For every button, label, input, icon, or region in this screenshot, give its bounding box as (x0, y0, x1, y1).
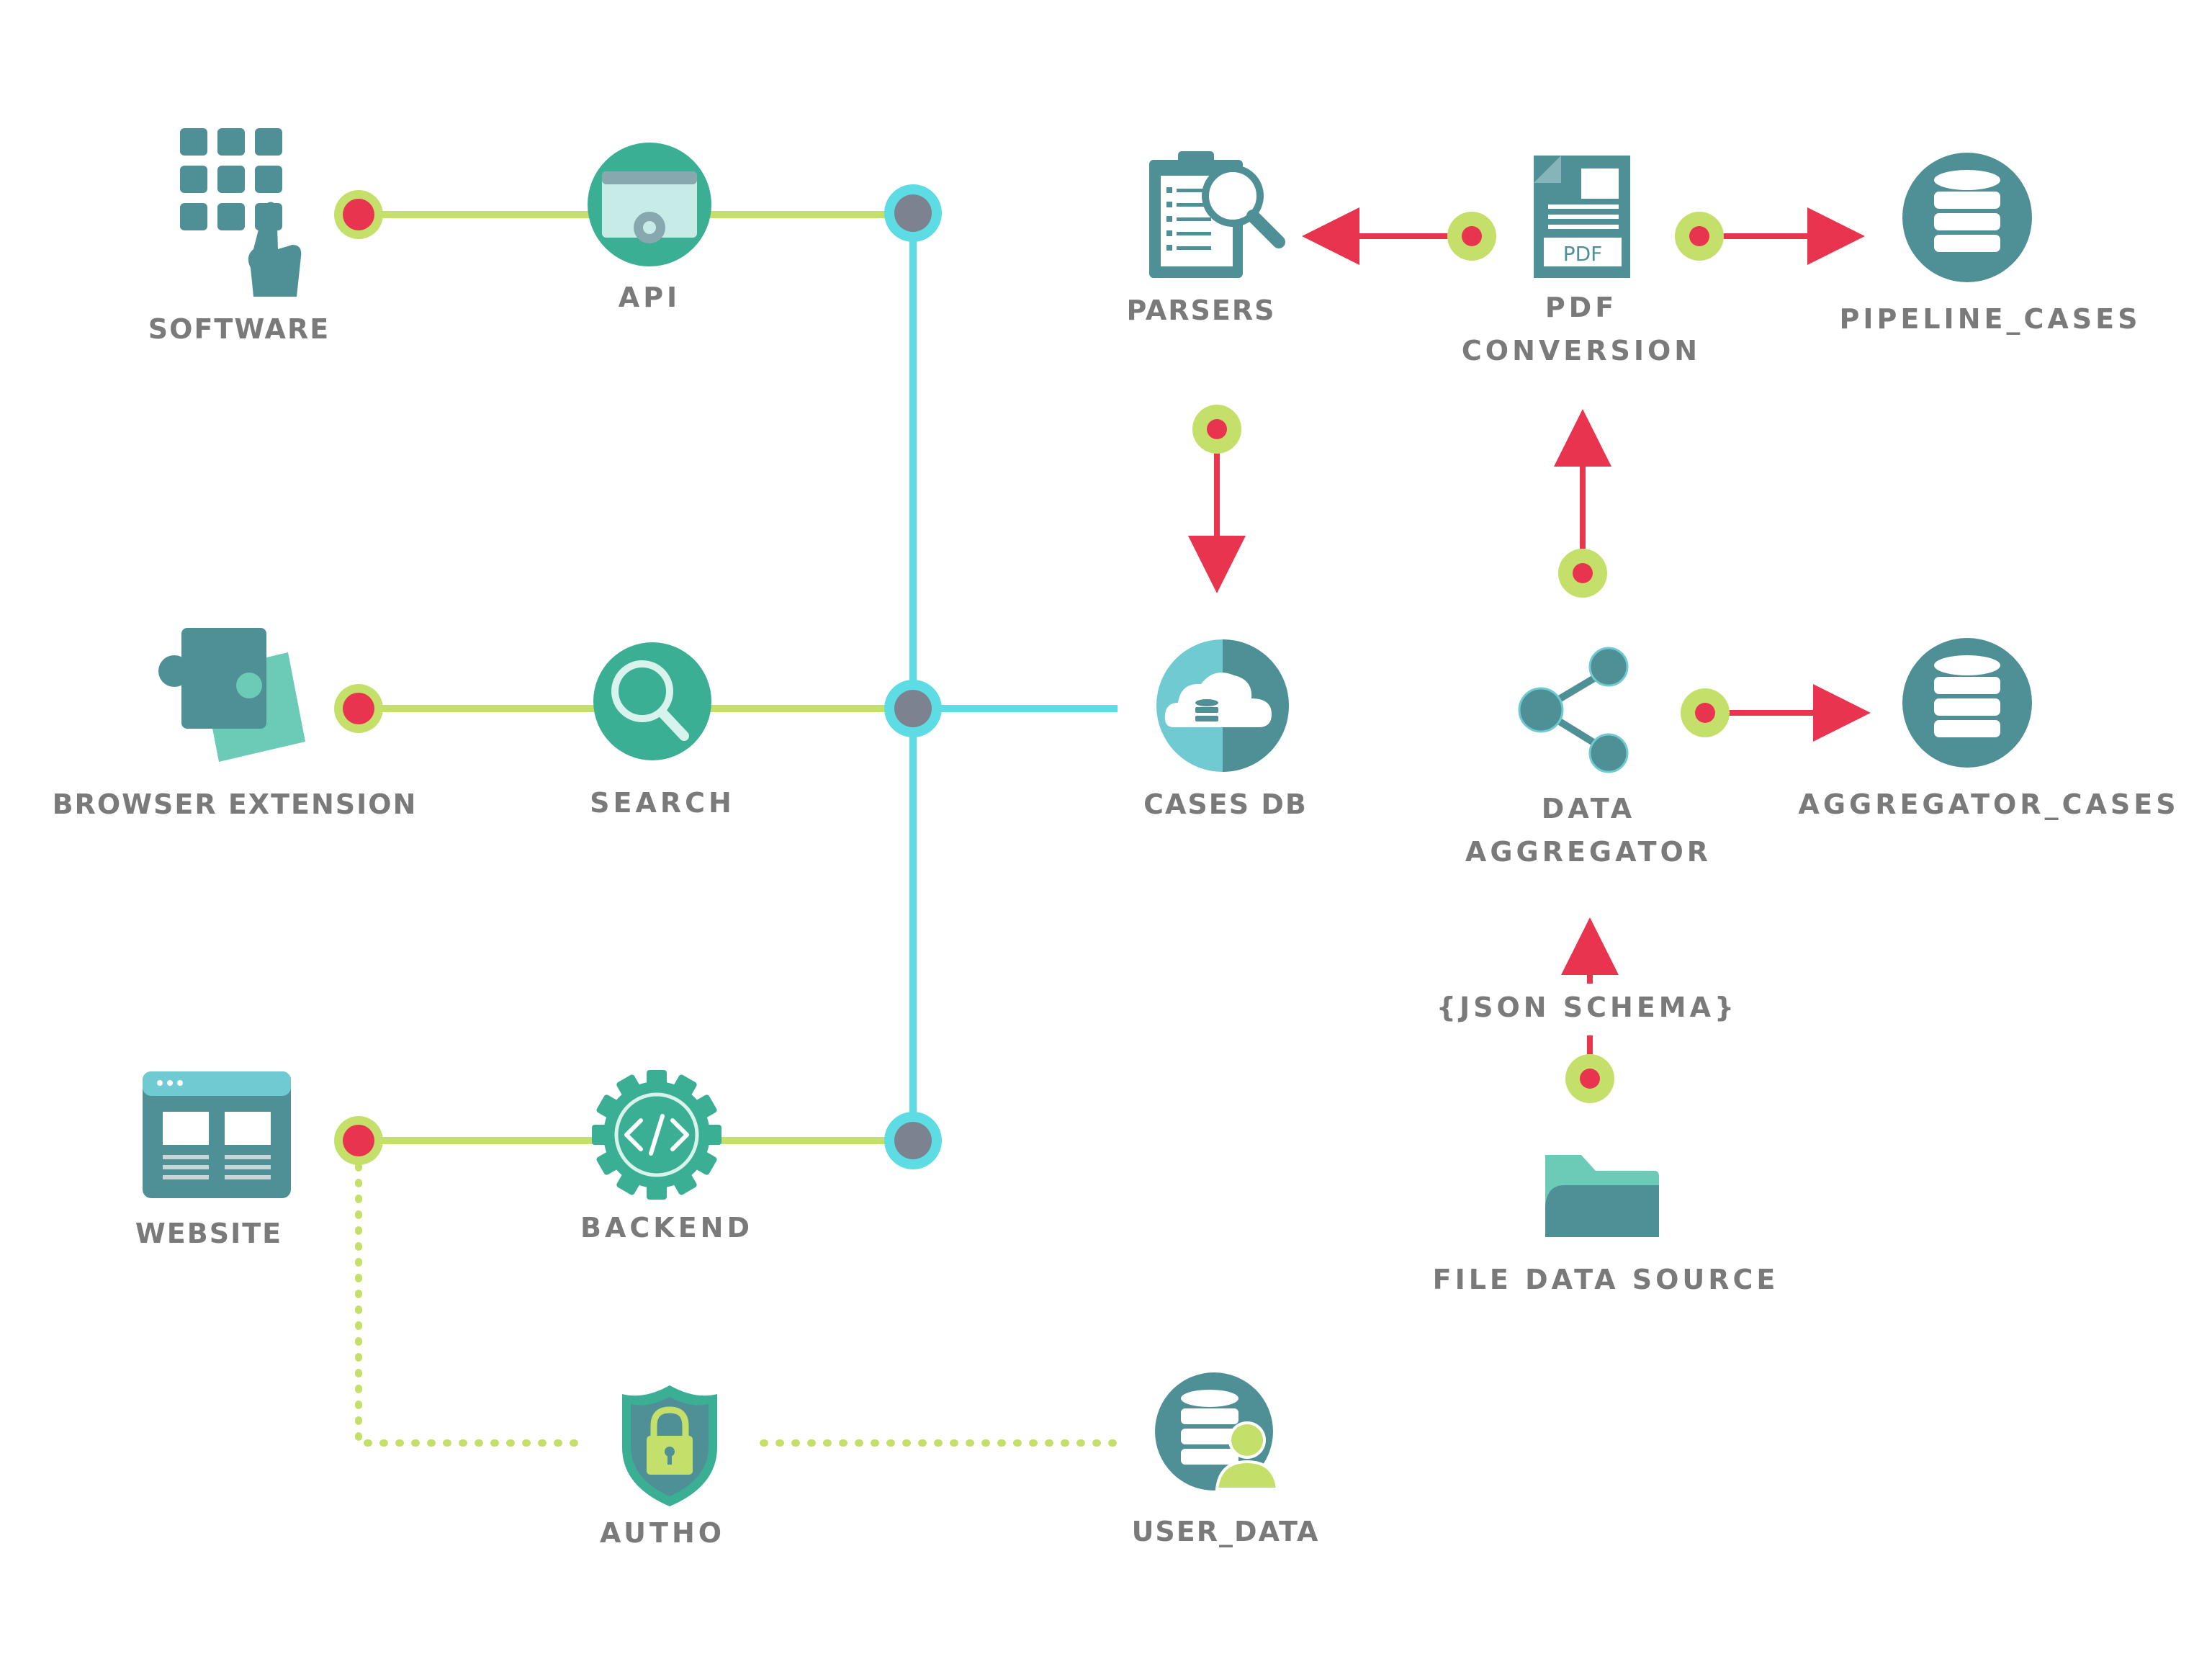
autho-label: AUTHO (600, 1517, 725, 1549)
node-pdf-conversion: PDF PDF CONVERSION (1462, 156, 1701, 367)
user-data-label: USER_DATA (1132, 1516, 1320, 1547)
database-icon (1934, 655, 2000, 737)
puzzle-icon (158, 628, 305, 762)
aggregator-cases-label: AGGREGATOR_CASES (1798, 788, 2179, 820)
node-backend: BACKEND (580, 1070, 753, 1244)
link-website-autho (355, 1163, 585, 1447)
clipboard-search-icon (1149, 151, 1285, 278)
node-website: WEBSITE (135, 1071, 291, 1249)
parsers-label: PARSERS (1127, 295, 1276, 326)
cloud-database-icon (1164, 673, 1272, 727)
share-icon (1518, 647, 1629, 773)
node-cases-db: CASES DB (1143, 639, 1308, 820)
hub-middle (884, 680, 942, 737)
node-autho: AUTHO (600, 1385, 725, 1549)
port-extension (334, 684, 383, 733)
api-label: API (619, 282, 680, 313)
web-layout-icon (143, 1071, 291, 1198)
pdf-conversion-label-line2: CONVERSION (1462, 335, 1701, 367)
backend-label: BACKEND (580, 1212, 753, 1244)
connectors (355, 207, 1871, 1447)
node-search: SEARCH (590, 642, 735, 819)
node-user-data: USER_DATA (1132, 1372, 1320, 1547)
keypad-icon (180, 128, 302, 297)
port-file-source (1565, 1054, 1614, 1103)
node-parsers: PARSERS (1127, 151, 1285, 326)
software-label: SOFTWARE (148, 313, 330, 345)
ports (334, 184, 1730, 1169)
node-aggregator-cases: AGGREGATOR_CASES (1798, 638, 2179, 820)
port-parsers-down (1192, 405, 1241, 454)
hub-top (884, 184, 942, 242)
node-browser-extension: BROWSER EXTENSION (53, 628, 418, 820)
port-pdf-right (1675, 212, 1724, 261)
node-software: SOFTWARE (148, 128, 330, 345)
shield-lock-icon (622, 1385, 717, 1506)
database-icon (1934, 170, 2000, 252)
node-api: API (588, 143, 711, 313)
port-aggregator-up (1558, 549, 1607, 598)
pdf-conversion-label-line1: PDF (1545, 292, 1617, 323)
database-user-icon (1181, 1390, 1280, 1491)
search-label: SEARCH (590, 787, 735, 819)
node-data-aggregator: DATA AGGREGATOR (1465, 647, 1712, 868)
port-website (334, 1116, 383, 1165)
port-pdf-left (1447, 212, 1496, 261)
node-file-data-source: FILE DATA SOURCE (1433, 1155, 1779, 1295)
data-aggregator-label-line2: AGGREGATOR (1465, 836, 1712, 868)
folder-icon (1545, 1155, 1659, 1237)
browser-extension-label: BROWSER EXTENSION (53, 788, 418, 820)
magnifier-icon (611, 660, 689, 741)
json-schema-label: {JSON SCHEMA} (1437, 992, 1737, 1023)
port-aggregator-right (1681, 688, 1730, 737)
code-gear-icon (592, 1070, 721, 1200)
hub-bottom (884, 1112, 942, 1169)
node-pipeline-cases: PIPELINE_CASES (1840, 153, 2141, 335)
pdf-icon-text: PDF (1563, 242, 1603, 266)
pdf-document-icon: PDF (1534, 156, 1630, 278)
pipeline-cases-label: PIPELINE_CASES (1840, 303, 2141, 335)
website-label: WEBSITE (135, 1218, 282, 1249)
data-aggregator-label-line1: DATA (1542, 793, 1635, 824)
port-software (334, 190, 383, 239)
file-data-source-label: FILE DATA SOURCE (1433, 1264, 1779, 1295)
browser-gear-icon (602, 171, 697, 243)
search-badge (593, 642, 711, 760)
cases-db-label: CASES DB (1143, 788, 1308, 820)
